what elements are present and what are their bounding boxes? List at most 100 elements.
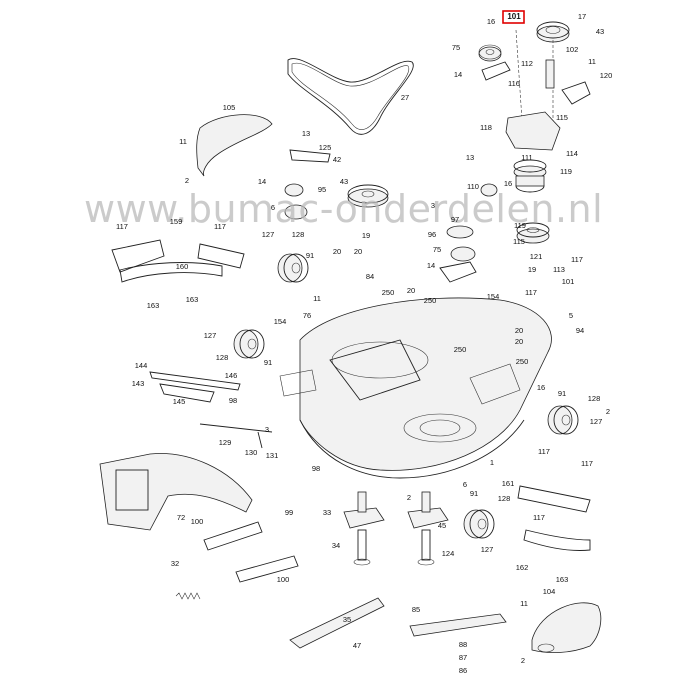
part-label: 127 xyxy=(204,331,217,340)
part-label: 115 xyxy=(513,237,525,246)
part-label: 124 xyxy=(442,549,455,558)
part-label: 121 xyxy=(530,252,543,261)
part-label: 91 xyxy=(558,389,566,398)
part-label: 145 xyxy=(173,397,186,406)
part-label: 43 xyxy=(340,177,348,186)
part-label: 94 xyxy=(576,326,584,335)
part-label: 5 xyxy=(569,311,573,320)
part-label: 131 xyxy=(266,451,279,460)
part-label: 11 xyxy=(313,294,321,303)
bracket-118 xyxy=(505,111,561,151)
part-label: 95 xyxy=(318,185,326,194)
part-label: 6 xyxy=(271,203,275,212)
part-label: 143 xyxy=(132,379,145,388)
part-label: 160 xyxy=(176,262,189,271)
gear-stack-119 xyxy=(513,159,547,193)
bracket-14-top xyxy=(481,61,511,81)
gauge-wheel-right-lower xyxy=(463,509,495,539)
part-label: 91 xyxy=(264,358,272,367)
belt-shield-104 xyxy=(531,602,602,654)
drive-belt xyxy=(287,58,414,135)
part-label: 14 xyxy=(427,261,435,270)
part-label: 33 xyxy=(323,508,331,517)
part-label: 250 xyxy=(454,345,467,354)
part-label: 163 xyxy=(186,295,199,304)
part-label: 2 xyxy=(185,176,189,185)
part-label: 99 xyxy=(285,508,293,517)
part-label: 163 xyxy=(556,575,569,584)
part-label: 3 xyxy=(431,201,435,210)
part-label: 250 xyxy=(516,357,529,366)
part-label: 20 xyxy=(407,286,415,295)
part-label: 144 xyxy=(135,361,148,370)
part-label: 163 xyxy=(147,301,160,310)
part-label: 17 xyxy=(578,12,586,21)
part-label: 117 xyxy=(533,513,545,522)
belt-shield-105 xyxy=(196,114,273,177)
part-label: 14 xyxy=(454,70,462,79)
part-label: 111 xyxy=(521,153,532,162)
blade-85 xyxy=(409,613,507,637)
part-label: 86 xyxy=(459,666,467,675)
part-label: 47 xyxy=(353,641,361,650)
part-label: 118 xyxy=(480,123,492,132)
part-label: 11 xyxy=(520,599,528,608)
part-label: 19 xyxy=(362,231,370,240)
part-label: 32 xyxy=(171,559,179,568)
part-label: 43 xyxy=(596,27,604,36)
part-label: 127 xyxy=(590,417,603,426)
part-label: 97 xyxy=(451,215,459,224)
part-label: 3 xyxy=(265,425,269,434)
part-label: 20 xyxy=(333,247,341,256)
part-label: 105 xyxy=(223,103,236,112)
gear-stack-119-lower xyxy=(516,222,550,244)
part-label: 98 xyxy=(312,464,320,473)
part-label: 114 xyxy=(566,149,578,158)
part-label: 34 xyxy=(332,541,340,550)
part-label: 35 xyxy=(343,615,351,624)
part-label: 88 xyxy=(459,640,467,649)
part-label: 116 xyxy=(508,79,520,88)
part-label: 100 xyxy=(277,575,290,584)
blade-35 xyxy=(289,597,385,649)
part-label: 161 xyxy=(502,479,515,488)
part-label: 117 xyxy=(581,459,593,468)
part-label: 14 xyxy=(258,177,266,186)
part-label: 20 xyxy=(354,247,362,256)
part-label: 154 xyxy=(274,317,287,326)
watermark-text: www.bumac-onderdelen.nl xyxy=(84,187,603,231)
part-label: 6 xyxy=(463,480,467,489)
part-label: 16 xyxy=(537,383,545,392)
part-label: 128 xyxy=(498,494,511,503)
part-label: 250 xyxy=(424,296,437,305)
part-label: 19 xyxy=(528,265,536,274)
part-label: 159 xyxy=(170,217,183,226)
part-label: 119 xyxy=(514,221,526,230)
part-label: 85 xyxy=(412,605,420,614)
part-label: 96 xyxy=(428,230,436,239)
part-label: 100 xyxy=(191,517,204,526)
part-label: 16 xyxy=(487,17,495,26)
part-label: 76 xyxy=(303,311,311,320)
part-label: 120 xyxy=(600,71,613,80)
part-label: 112 xyxy=(521,59,533,68)
part-label: 129 xyxy=(219,438,232,447)
part-label: 13 xyxy=(302,129,310,138)
part-label: 101 xyxy=(562,277,575,286)
part-label: 110 xyxy=(467,182,479,191)
part-label: 84 xyxy=(366,272,374,281)
idler-75-top xyxy=(478,44,502,62)
part-label: 13 xyxy=(466,153,474,162)
part-label: 117 xyxy=(116,222,128,231)
part-label: 113 xyxy=(553,265,565,274)
bracket-159 xyxy=(111,239,165,273)
part-label: 11 xyxy=(588,57,596,66)
part-label: 250 xyxy=(382,288,395,297)
part-label: 98 xyxy=(229,396,237,405)
part-label: 75 xyxy=(433,245,441,254)
part-label: 2 xyxy=(606,407,610,416)
highlight-box xyxy=(502,10,525,24)
part-label: 117 xyxy=(525,288,537,297)
part-label: 146 xyxy=(225,371,238,380)
